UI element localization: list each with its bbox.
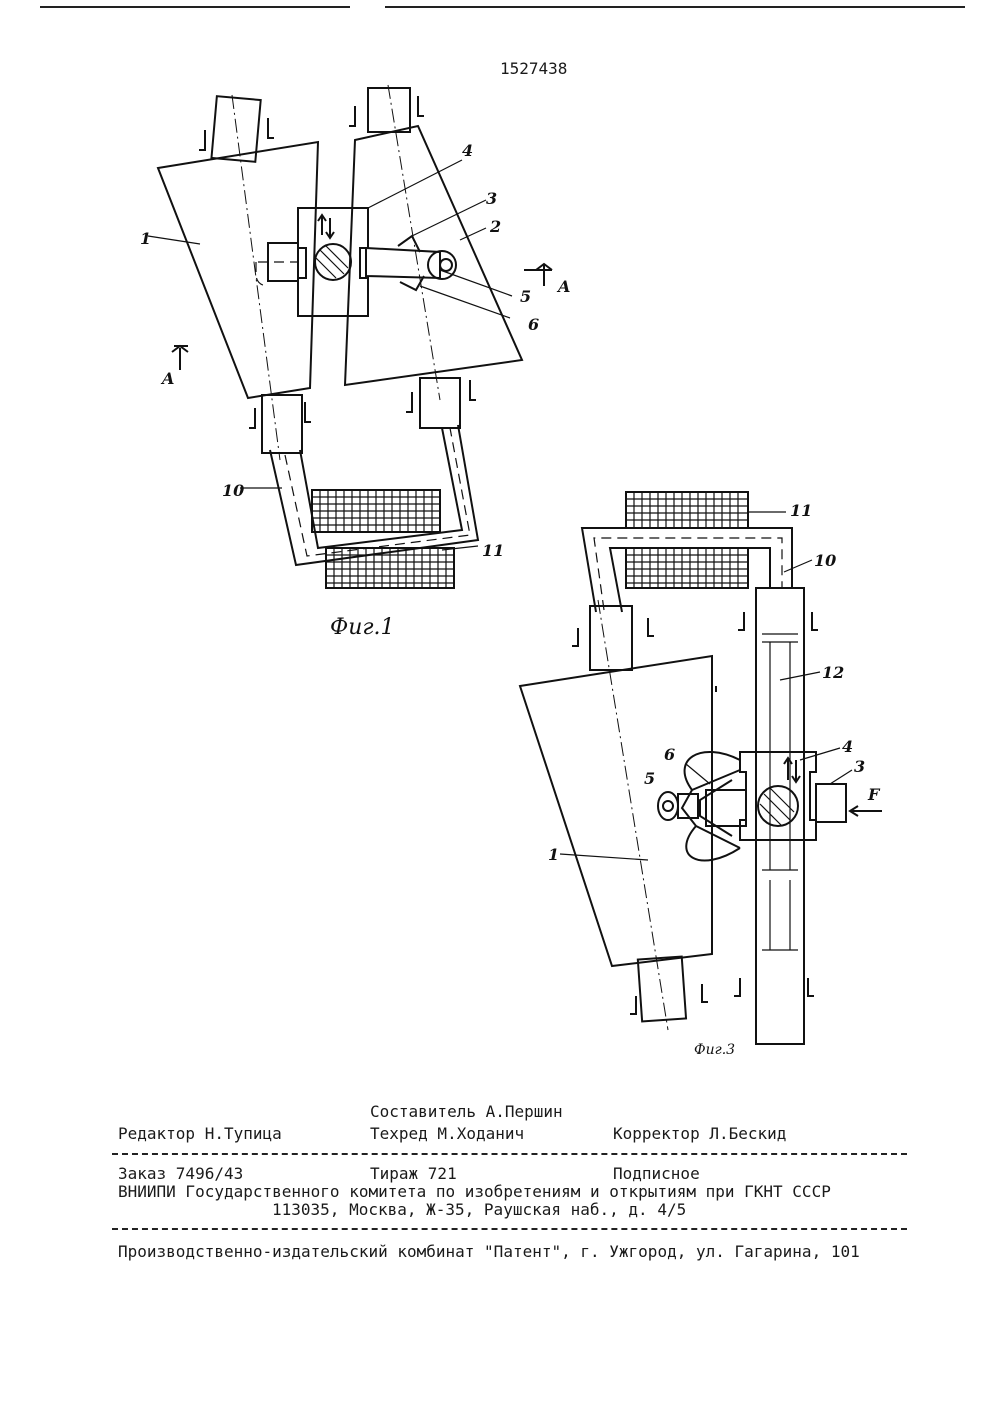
lever-3-fig3 [816,784,846,822]
label-fig1-11: 11 [482,541,504,560]
frame-10-fig3 [582,528,792,612]
label-fig3-10: 10 [814,551,836,570]
leader-5 [440,270,512,296]
label-fig1-4: 4 [462,141,473,160]
coil-11-upper [312,490,440,532]
label-fig3-1: 1 [548,845,559,864]
techred-line: Техред М.Ходанич [370,1125,524,1143]
shaft-left-bottom [262,395,302,453]
leader-fig3-3 [830,770,852,784]
address-line: 113035, Москва, Ж-35, Раушская наб., д. … [272,1201,686,1219]
publisher-line: Производственно-издательский комбинат "П… [118,1243,860,1261]
coil-11-upper-fig3 [626,492,748,528]
coil-11-lower [326,548,454,588]
label-fig1-10: 10 [222,481,244,500]
leader-fig3-4 [800,748,840,760]
label-fig3-6: 6 [664,745,675,764]
leader-3 [412,200,486,236]
figure-3 [520,492,882,1044]
label-fig3-11: 11 [790,501,812,520]
footer-rule-2 [112,1228,907,1230]
figure-1 [148,85,552,588]
circulation-line: Тираж 721 [370,1165,457,1183]
label-fig1-2: 2 [489,217,501,236]
leader-fig3-12 [780,672,820,680]
label-fig3-5: 5 [644,769,655,788]
subscription-line: Подписное [613,1165,700,1183]
compiler-line: Составитель А.Першин [370,1103,563,1121]
label-fig1-3: 3 [486,189,497,208]
shaft-right-bottom [420,378,460,428]
roller-1 [158,142,318,398]
label-fig1-5: 5 [520,287,531,306]
label-fig1-6: 6 [528,315,539,334]
leader-1 [148,236,200,244]
leader-fig3-6 [686,764,710,784]
fig3-caption: Фиг.3 [694,1042,735,1058]
slider-4 [298,208,368,316]
label-section-a-right: A [556,277,570,296]
corrector-line: Корректор Л.Бескид [613,1125,786,1143]
leader-fig3-1 [560,854,648,860]
shaft-right-top [368,88,410,132]
roller-2 [345,126,522,385]
label-fig3-force: F [867,785,881,804]
label-fig3-3: 3 [854,757,865,776]
shaft-12 [756,588,804,1044]
org-line: ВНИИПИ Государственного комитета по изоб… [118,1183,831,1201]
force-arrow [850,806,882,816]
leader-4 [368,160,462,208]
label-fig3-4: 4 [842,737,853,756]
fig1-caption: Фиг.1 [330,615,395,640]
coil-11-lower-fig3 [626,548,748,588]
label-fig3-12: 12 [822,663,844,682]
label-section-a-left: A [160,369,174,388]
editor-line: Редактор Н.Тупица [118,1125,282,1143]
order-line: Заказ 7496/43 [118,1165,243,1183]
footer-rule-1 [112,1153,907,1155]
leader-fig3-10 [784,560,812,572]
label-fig1-1: 1 [140,229,151,248]
